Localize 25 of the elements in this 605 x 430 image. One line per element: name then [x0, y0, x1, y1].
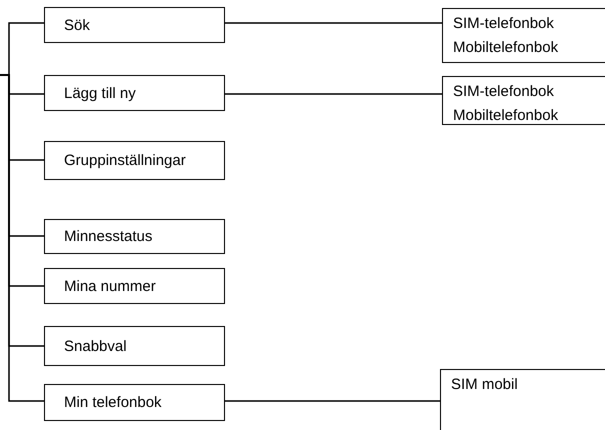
menu-label: Mina nummer: [64, 278, 156, 294]
connector-line: [225, 400, 440, 402]
menu-label: Lägg till ny: [64, 84, 136, 102]
menu-label: Min telefonbok: [64, 394, 162, 411]
menu-box: [44, 268, 225, 304]
menu-label: Sök: [64, 16, 90, 34]
menu-box: [44, 141, 225, 180]
connector-line: [0, 74, 44, 402]
menu-box: [442, 76, 605, 125]
menu-label: Snabbval: [64, 338, 127, 354]
connector-line: [225, 22, 442, 24]
menu-box: [44, 384, 225, 421]
menu-box: [44, 75, 225, 111]
menu-box: [44, 326, 225, 366]
menu-label: SIM-telefonbok: [453, 14, 555, 34]
menu-label: Mobiltelefonbok: [453, 38, 560, 58]
menu-label: SIM mobil: [451, 375, 519, 395]
menu-label: SIM-telefonbok: [453, 82, 555, 102]
menu-label: Minnesstatus: [64, 228, 152, 245]
menu-box: [442, 8, 605, 63]
menu-box: [44, 219, 225, 254]
menu-label: Mobiltelefonbok: [453, 106, 560, 126]
menu-label: Gruppinställningar: [64, 152, 186, 169]
menu-box: [44, 7, 225, 43]
connector-line: [225, 93, 442, 95]
